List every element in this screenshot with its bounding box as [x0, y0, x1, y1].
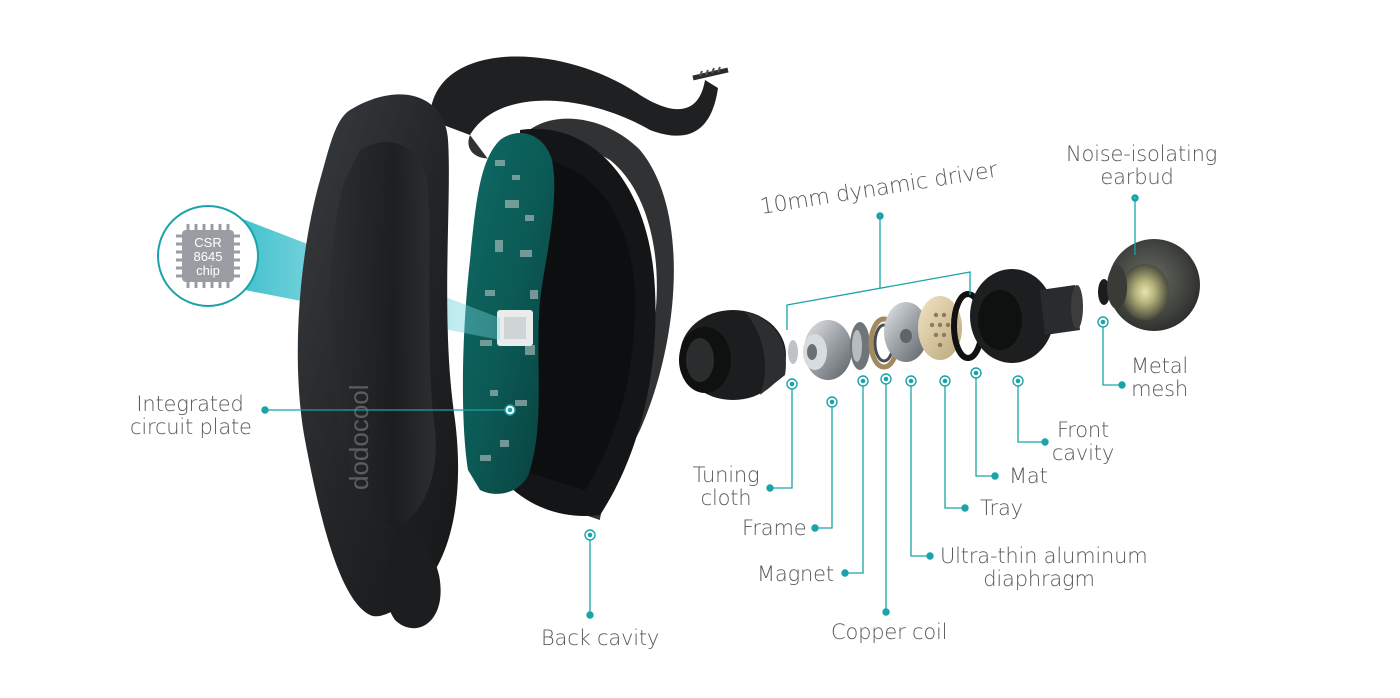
front-cavity-part: [970, 269, 1083, 363]
frame-part: [803, 320, 852, 380]
label-line: Tuning: [692, 463, 760, 487]
label-front-cavity: Front cavity: [1050, 419, 1116, 465]
label-line: Metal: [1131, 354, 1188, 378]
label-line: circuit plate: [130, 415, 252, 439]
diaphragm-part: [884, 302, 928, 362]
chip-icon: [176, 224, 240, 288]
tray-part: [918, 296, 962, 360]
chip-label: CSR 8645 chip: [183, 236, 233, 278]
front-shell: dodocool: [297, 94, 459, 629]
label-earbud: Noise-isolating earbud: [1066, 142, 1218, 189]
front-tip-part: [679, 310, 786, 400]
chip-magnifier: [157, 205, 259, 307]
label-tuning-cloth: Tuning cloth: [688, 464, 764, 510]
metal-mesh-part: [1098, 279, 1110, 305]
label-diaphragm: Ultra-thin aluminum diaphragm: [940, 544, 1148, 591]
label-circuit: Integrated circuit plate: [130, 392, 252, 439]
label-line: cloth: [700, 486, 752, 510]
label-metal-mesh: Metal mesh: [1120, 355, 1188, 401]
pcb-board: [462, 132, 555, 494]
earbud-part: [1107, 239, 1200, 331]
label-line: Ultra-thin aluminum: [940, 544, 1148, 568]
callout-dots: [261, 194, 1139, 619]
label-line: mesh: [1131, 377, 1188, 401]
label-magnet: Magnet: [757, 562, 834, 586]
chip-label-line: CSR: [194, 235, 222, 250]
brand-logo: dodocool: [344, 384, 374, 490]
callout-dot-icon: [261, 194, 1139, 619]
label-back-cavity: Back cavity: [541, 626, 660, 650]
label-mat: Mat: [1009, 464, 1048, 488]
label-line: cavity: [1051, 441, 1115, 465]
screw-icon: [692, 66, 729, 81]
label-line: Noise-isolating: [1066, 142, 1218, 166]
label-copper-coil: Copper coil: [831, 620, 948, 644]
label-frame: Frame: [742, 516, 807, 540]
chip-label-line: chip: [196, 263, 220, 278]
chip-label-line: 8645: [193, 249, 223, 264]
label-line: earbud: [1100, 165, 1174, 189]
label-line: Integrated: [136, 392, 244, 416]
label-line: diaphragm: [983, 567, 1095, 591]
label-tray: Tray: [980, 496, 1023, 520]
magnet-part: [850, 322, 870, 370]
tuning-cloth-part: [788, 340, 798, 364]
label-line: Front: [1056, 418, 1110, 442]
callout-lines: [265, 198, 1136, 615]
